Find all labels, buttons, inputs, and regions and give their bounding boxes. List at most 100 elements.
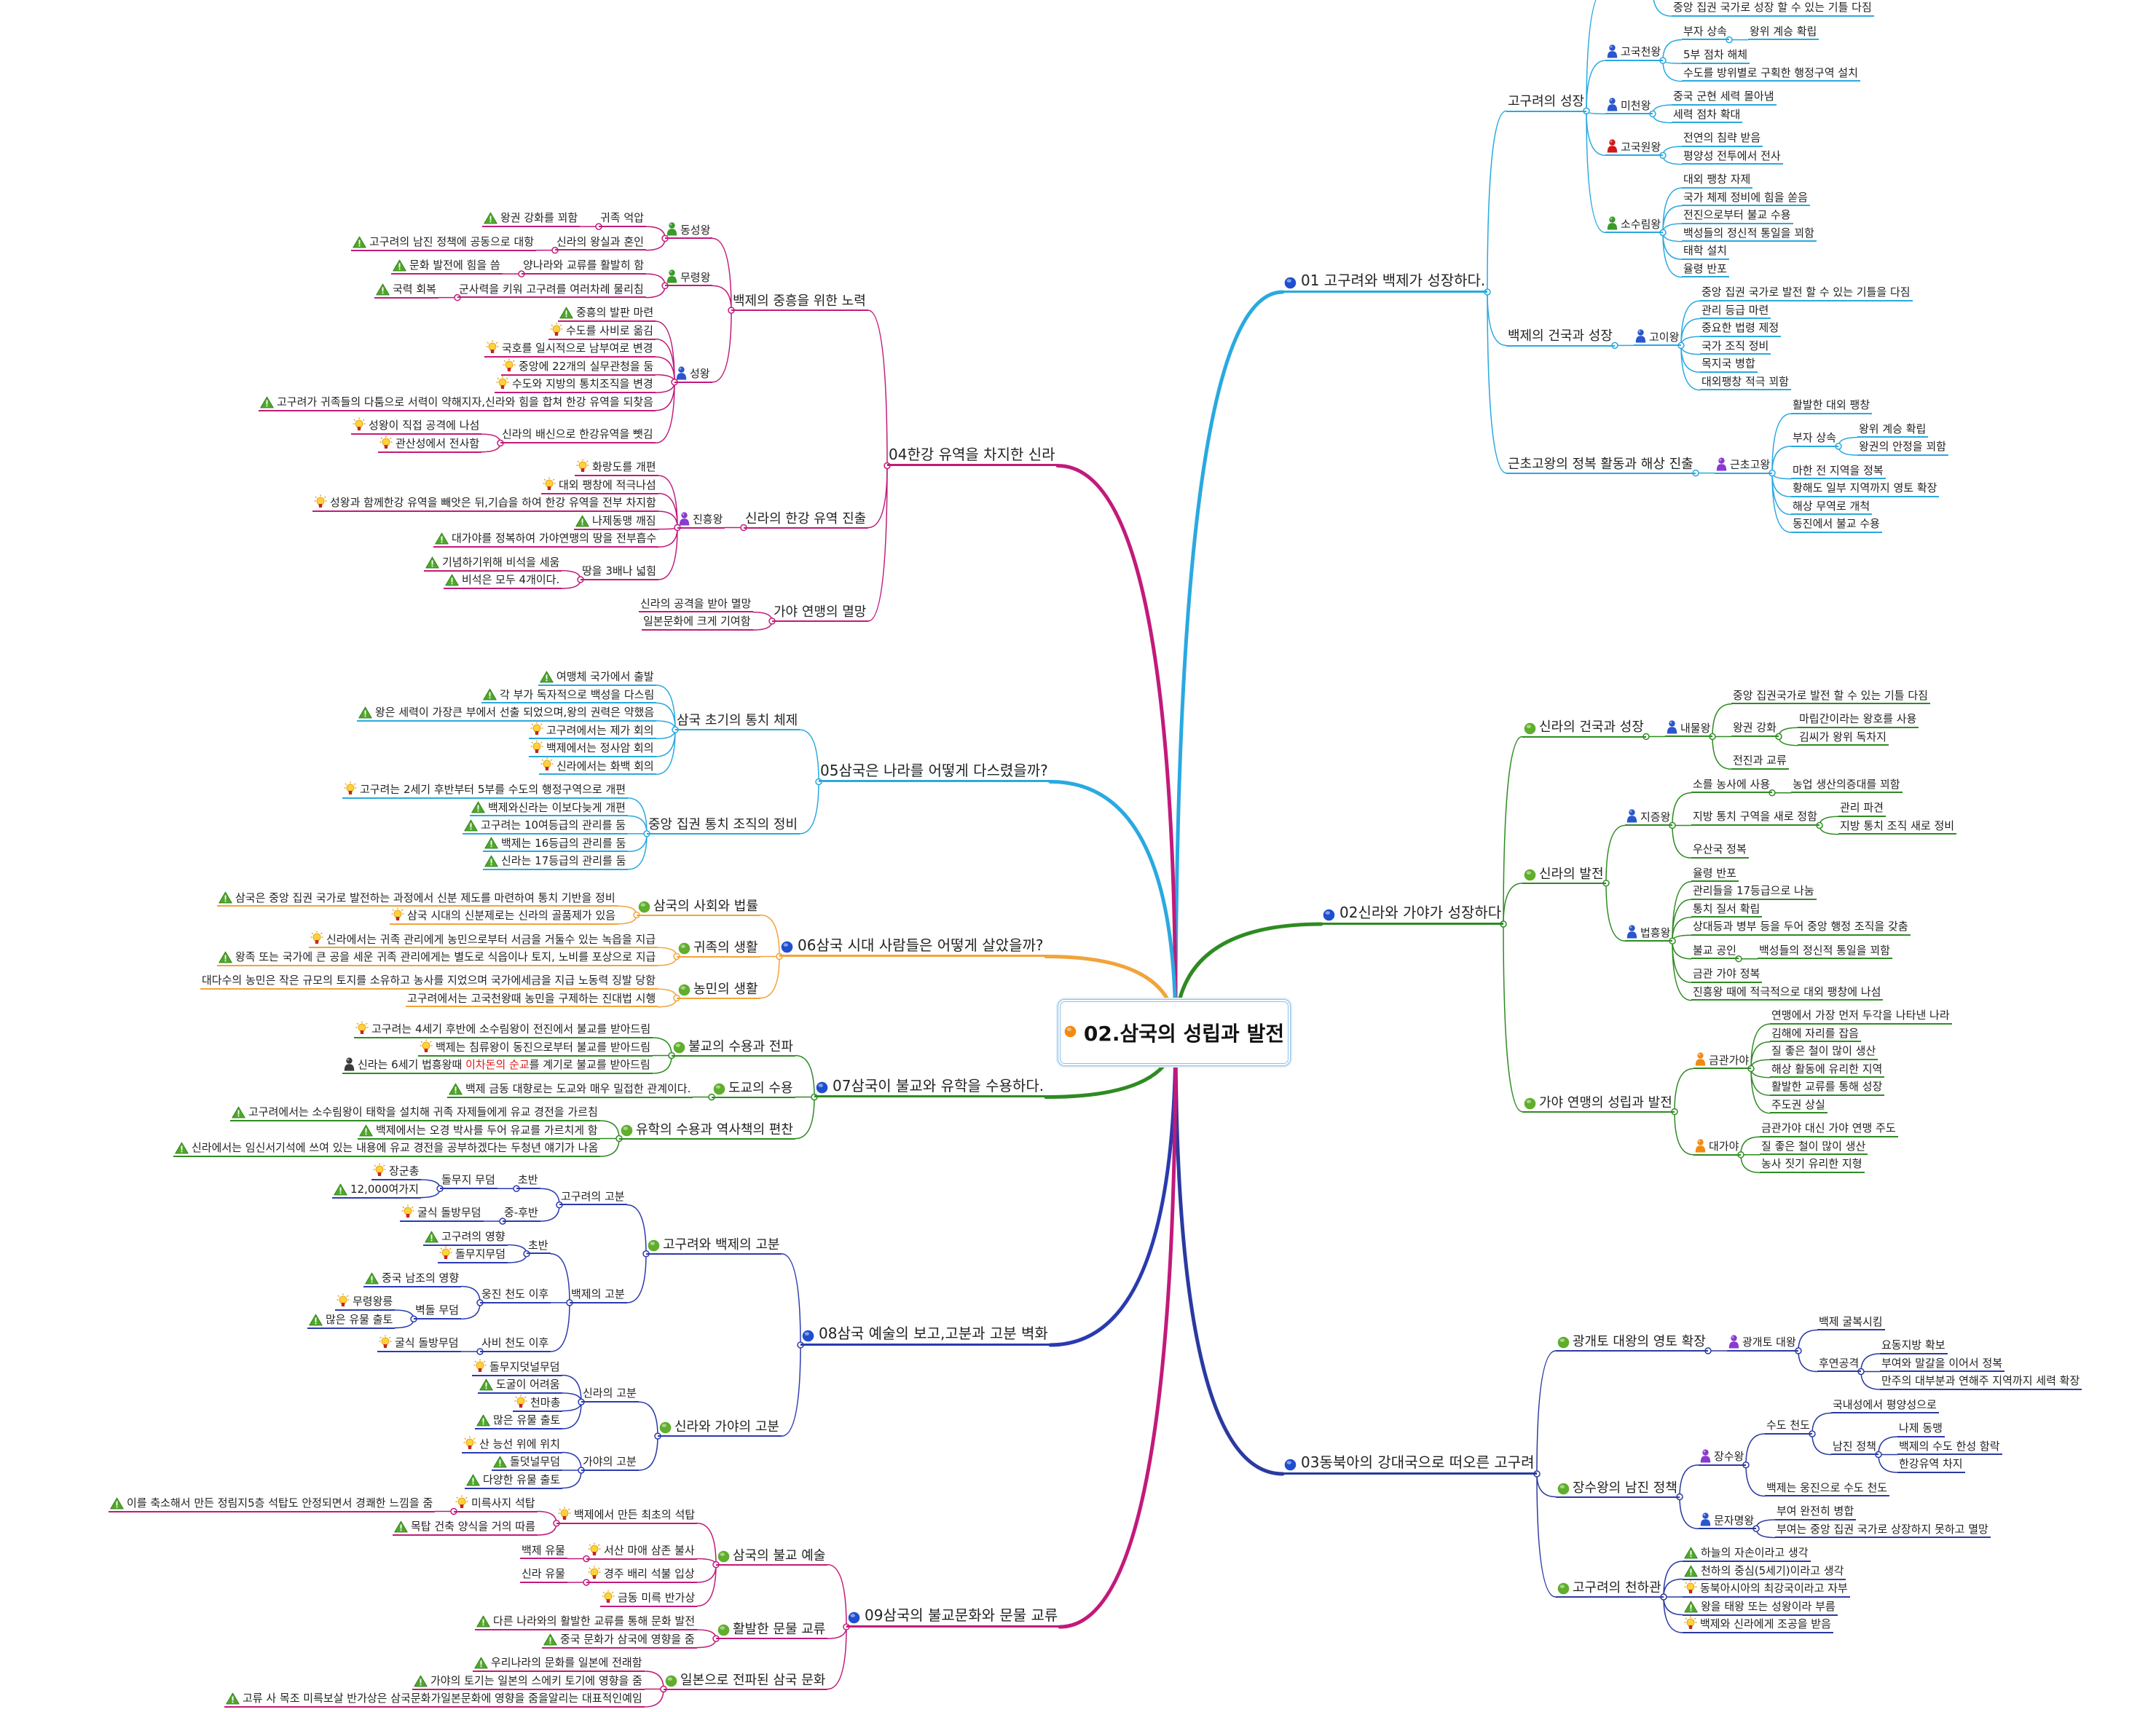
topic[interactable]: 귀족 억압: [599, 211, 646, 227]
subtopic[interactable]: 신라에서는 화백 회의: [539, 757, 656, 776]
topic[interactable]: 부자 상속: [1791, 431, 1838, 447]
topic[interactable]: 불교 공인: [1691, 944, 1739, 960]
subtopic[interactable]: 마립간이라는 왕호를 사용: [1798, 712, 1919, 728]
topic[interactable]: 지증왕: [1625, 809, 1673, 827]
subtopic[interactable]: 천하의 중심(5세기)이라고 생각: [1683, 1564, 1846, 1580]
subtopic[interactable]: 활발한 대외 팽창: [1791, 398, 1873, 414]
subtopic[interactable]: 신라는 17등급의 관리를 둠: [483, 854, 629, 870]
subtopic[interactable]: 다양한 유물 출토: [465, 1473, 563, 1489]
subtopic[interactable]: 중앙 집권 국가로 발전 할 수 있는 기틀을 다짐: [1700, 285, 1913, 301]
main-topic[interactable]: 07삼국이 불교와 유학을 수용하다.: [814, 1077, 1047, 1098]
subtopic[interactable]: 대다수의 농민은 작은 규모의 토지를 소유하고 농사를 지었으며 국가에세금을…: [200, 974, 658, 990]
topic[interactable]: 소수림왕: [1605, 216, 1664, 234]
subtopic[interactable]: 굴식 돌방무덤: [400, 1204, 484, 1222]
topic[interactable]: 신라의 왕실과 혼인: [555, 235, 646, 251]
subtopic[interactable]: 많은 유물 출토: [307, 1313, 396, 1329]
subtopic[interactable]: 일본문화에 크게 기여함: [642, 615, 753, 631]
topic[interactable]: 고국천왕: [1605, 44, 1664, 62]
subtopic[interactable]: 관리들을 17등급으로 나눔: [1691, 884, 1817, 900]
subtopic[interactable]: 마한 전 지역을 정복: [1791, 464, 1886, 480]
subtopic[interactable]: 우리나라의 문화를 일본에 전래함: [473, 1657, 645, 1672]
subtopic[interactable]: 고구려에서는 소수림왕이 태학을 설치해 귀족 자제들에게 유교 경전을 가르침: [230, 1106, 600, 1121]
subtopic[interactable]: 통치 질서 확립: [1691, 902, 1763, 918]
subtopic[interactable]: 세력 점차 확대: [1672, 108, 1743, 124]
topic[interactable]: 백제에서 만든 최초의 석탑: [556, 1507, 698, 1524]
subtopic[interactable]: 질 좋은 철이 많이 생산: [1770, 1044, 1878, 1060]
topic[interactable]: 서산 마애 삼존 불사: [586, 1542, 697, 1560]
topic[interactable]: 동성왕: [665, 222, 713, 240]
subtopic[interactable]: 12,000여가지: [332, 1183, 421, 1199]
subtopic[interactable]: 상대등과 병부 등을 두어 중앙 행정 조직을 갖춤: [1691, 920, 1911, 936]
topic[interactable]: 광개토 대왕: [1727, 1335, 1798, 1352]
topic[interactable]: 삼국의 사회와 법률: [637, 899, 760, 916]
topic[interactable]: 왕권 강화: [1731, 722, 1779, 738]
subtopic[interactable]: 비석은 모두 4개이다.: [444, 574, 562, 590]
subtopic[interactable]: 삼국 시대의 신분제로는 신라의 골품제가 있음: [390, 907, 618, 925]
topic[interactable]: 무령왕: [665, 269, 713, 287]
topic[interactable]: 금관가야: [1693, 1052, 1752, 1070]
subtopic[interactable]: 고구려에서는 제가 회의: [529, 722, 656, 740]
topic[interactable]: 신라와 가야의 고분: [658, 1419, 782, 1437]
subtopic[interactable]: 한강유역 차지: [1897, 1457, 1965, 1473]
subtopic[interactable]: 부여는 중앙 집권 국가로 상장하지 못하고 멸망: [1775, 1523, 1991, 1539]
subtopic[interactable]: 지방 통치 조직 새로 정비: [1838, 819, 1957, 835]
subtopic[interactable]: 질 좋은 철이 많이 생산: [1760, 1140, 1868, 1156]
subtopic[interactable]: 백제는 침류왕이 동진으로부터 불교를 받아드림: [418, 1039, 653, 1057]
topic[interactable]: 후연공격: [1817, 1357, 1862, 1373]
subtopic[interactable]: 진흥왕 때에 적극적으로 대외 팽창에 나섬: [1691, 985, 1884, 1001]
topic[interactable]: 고구려와 백제의 고분: [646, 1237, 782, 1255]
subtopic[interactable]: 부여 완전히 병합: [1775, 1504, 1857, 1520]
subtopic[interactable]: 많은 유물 출토: [475, 1414, 563, 1429]
subtopic[interactable]: 태학 설치: [1682, 244, 1729, 260]
topic[interactable]: 가야 연맹의 멸망: [772, 604, 869, 623]
subtopic[interactable]: 수도를 방위별로 구획한 행정구역 설치: [1682, 66, 1860, 82]
subtopic[interactable]: 중요한 법령 제정: [1700, 321, 1782, 337]
topic[interactable]: 중앙 집권 통치 조직의 정비: [647, 817, 800, 835]
subtopic[interactable]: 금관 가야 정복: [1691, 967, 1763, 983]
subtopic[interactable]: 무령왕릉: [335, 1293, 396, 1311]
topic[interactable]: 남진 정책: [1831, 1440, 1878, 1456]
subtopic[interactable]: 5부 점차 해체: [1682, 48, 1750, 64]
subtopic[interactable]: 우산국 정복: [1691, 843, 1749, 859]
topic[interactable]: 법흥왕: [1625, 925, 1673, 942]
subtopic[interactable]: 관리 파견: [1838, 801, 1886, 817]
subtopic[interactable]: 중앙 집권국가로 발전 할 수 있는 기틀 다짐: [1731, 689, 1930, 705]
topic[interactable]: 신라의 고분: [581, 1387, 639, 1403]
topic[interactable]: 백제의 건국과 성장: [1506, 328, 1615, 347]
subtopic[interactable]: 목탑 건축 양식을 거의 따름: [393, 1520, 538, 1536]
subtopic[interactable]: 여맹체 국가에서 출발: [538, 670, 656, 686]
subtopic[interactable]: 부여와 말갈을 이어서 정복: [1880, 1357, 2005, 1373]
subtopic[interactable]: 백제 유물: [520, 1544, 567, 1560]
subtopic[interactable]: 목지국 병합: [1700, 357, 1758, 373]
topic[interactable]: 가야의 고분: [581, 1455, 639, 1471]
subtopic[interactable]: 신라의 공격을 받아 멸망: [639, 597, 754, 613]
subtopic[interactable]: 백제와 신라에게 조공을 받음: [1683, 1616, 1833, 1633]
topic[interactable]: 성왕: [674, 366, 712, 383]
subtopic[interactable]: 금동 미륵 반가상: [600, 1590, 698, 1607]
subtopic[interactable]: 중국 군현 세력 몰아냄: [1672, 90, 1777, 106]
subtopic[interactable]: 이를 축소해서 만든 정림지5층 석탑도 안정되면서 경쾌한 느낌을 줌: [109, 1496, 436, 1512]
topic[interactable]: 백제의 중흥을 위한 노력: [731, 293, 868, 312]
subtopic[interactable]: 백성들의 정신적 통일을 꾀함: [1682, 226, 1817, 242]
subtopic[interactable]: 관산성에서 전사함: [378, 435, 482, 453]
topic[interactable]: 일본으로 전파된 삼국 문화: [664, 1673, 828, 1690]
topic[interactable]: 근초고왕: [1715, 457, 1773, 474]
subtopic[interactable]: 기념하기위해 비석을 세움: [424, 556, 562, 572]
subtopic[interactable]: 왕은 세력이 가장큰 부에서 선출 되었으며,왕의 권력은 약했음: [357, 706, 657, 722]
main-topic[interactable]: 05삼국은 나라를 어떻게 다스렸을까?: [819, 762, 1050, 783]
topic[interactable]: 중-후반: [503, 1206, 540, 1222]
subtopic[interactable]: 만주의 대부분과 연해주 지역까지 세력 확장: [1880, 1374, 2082, 1390]
subtopic[interactable]: 각 부가 독자적으로 백성을 다스림: [481, 688, 657, 704]
topic[interactable]: 고구려의 고분: [559, 1190, 627, 1206]
main-topic[interactable]: 09삼국의 불교문화와 문물 교류: [846, 1606, 1061, 1628]
subtopic[interactable]: 백제에서는 오경 박사를 두어 유교를 가르치게 함: [358, 1124, 600, 1140]
central-topic[interactable]: 02.삼국의 성립과 발전: [1058, 999, 1291, 1066]
subtopic[interactable]: 국력 회복: [374, 283, 438, 299]
topic[interactable]: 땅을 3배나 넓힘: [581, 564, 658, 580]
topic[interactable]: 신라의 한강 유역 진출: [744, 511, 869, 529]
subtopic[interactable]: 신라는 6세기 법흥왕때 이차돈의 순교를 계기로 불교를 받아드림: [342, 1057, 653, 1074]
subtopic[interactable]: 중앙에 22개의 실무관청을 둠: [501, 358, 656, 376]
topic[interactable]: 고구려의 천하관: [1556, 1580, 1664, 1598]
topic[interactable]: 고이왕: [1634, 329, 1682, 347]
topic[interactable]: 내물왕: [1665, 720, 1713, 738]
